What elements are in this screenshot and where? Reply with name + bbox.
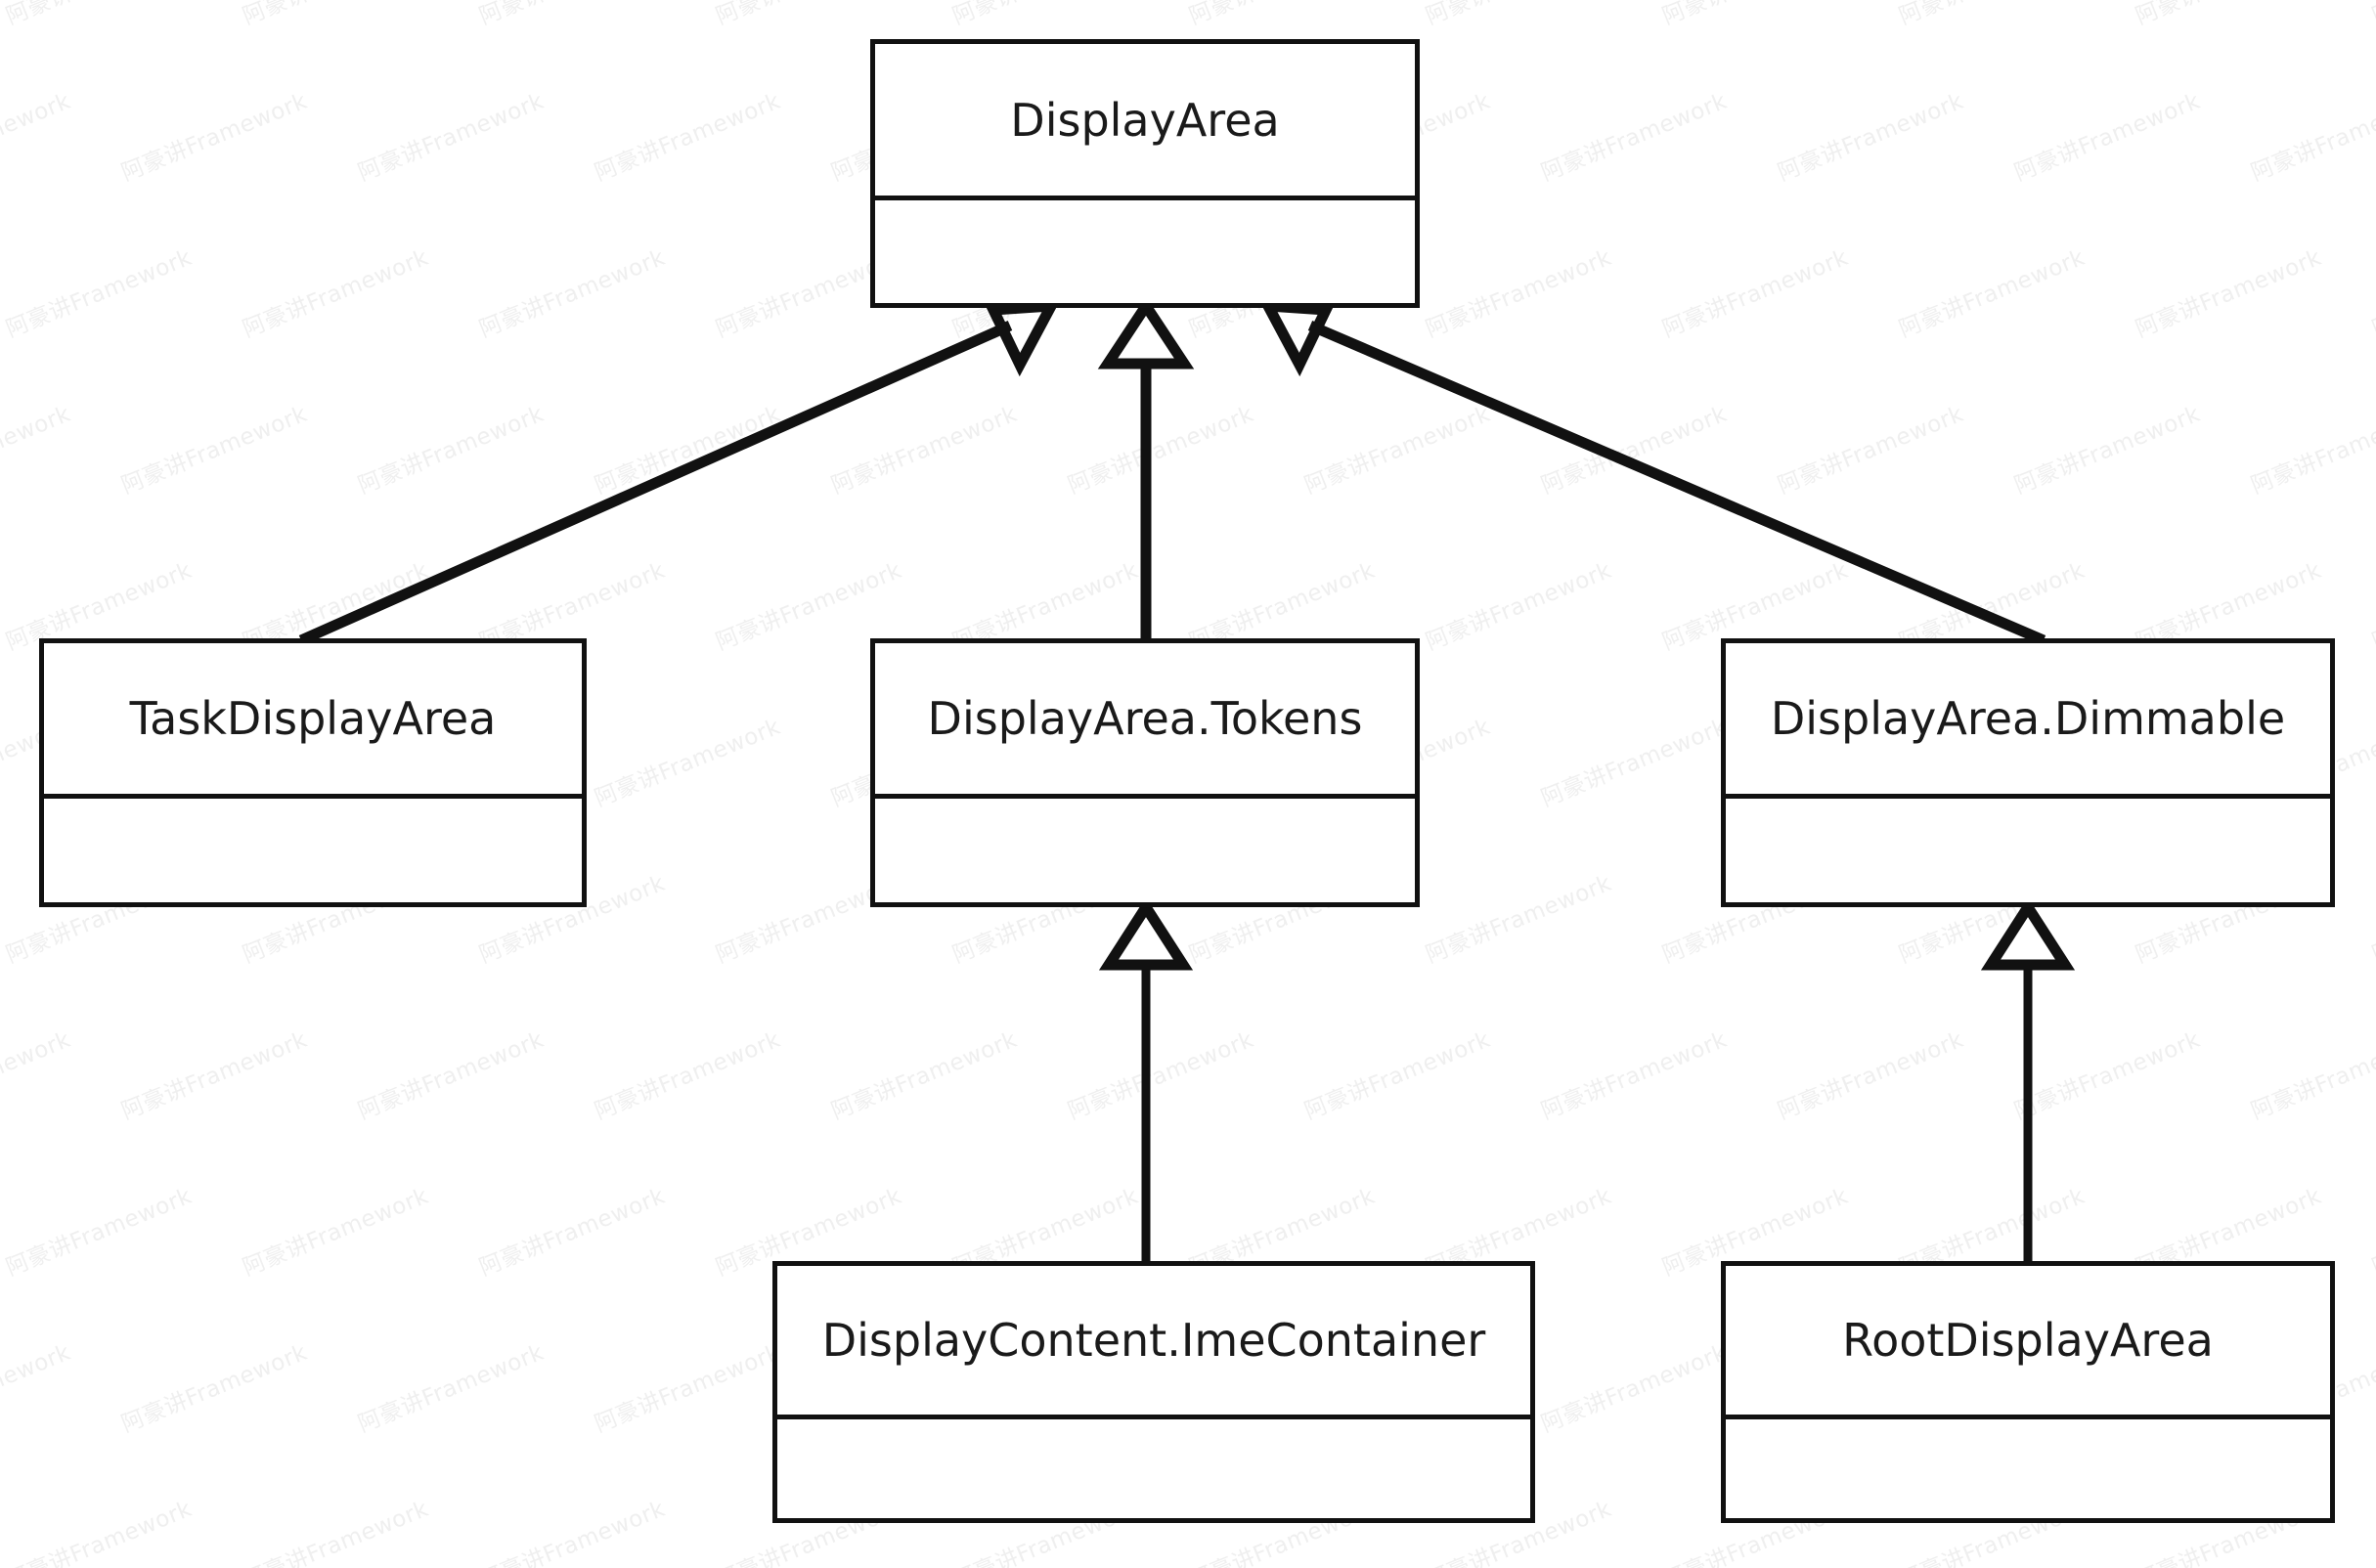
uml-class-root-display-area[interactable]: RootDisplayArea	[1721, 1261, 2335, 1523]
watermark-text: 阿豪讲Framework	[591, 88, 784, 187]
watermark-text: 阿豪讲Framework	[591, 1339, 784, 1438]
watermark-text: 阿豪讲Framework	[1422, 557, 1615, 656]
watermark-text: 阿豪讲Framework	[2010, 1026, 2204, 1125]
class-name-compartment: DisplayArea.Tokens	[875, 643, 1415, 799]
watermark-text: 阿豪讲Framework	[117, 1026, 311, 1125]
uml-class-display-area[interactable]: DisplayArea	[870, 39, 1420, 308]
watermark-text: 阿豪讲Framework	[591, 401, 784, 500]
uml-class-task-display-area[interactable]: TaskDisplayArea	[39, 638, 587, 907]
watermark-text: 阿豪讲Framework	[2010, 88, 2204, 187]
watermark-text: 阿豪讲Framework	[1893, 0, 2089, 31]
class-name-compartment: DisplayArea	[875, 44, 1415, 200]
class-attributes-compartment	[875, 200, 1415, 303]
watermark-text: 阿豪讲Framework	[1064, 1026, 1257, 1125]
class-name-label: RootDisplayArea	[1842, 1314, 2214, 1367]
watermark-text: 阿豪讲Framework	[827, 1026, 1021, 1125]
watermark-text: 阿豪讲Framework	[354, 1339, 548, 1438]
class-name-label: TaskDisplayArea	[129, 692, 497, 745]
watermark-text: 阿豪讲Framework	[591, 714, 784, 812]
watermark-text: 阿豪讲Framework	[239, 1496, 432, 1568]
watermark-text: 阿豪讲Framework	[2368, 1496, 2376, 1568]
class-attributes-compartment	[875, 799, 1415, 902]
watermark-text: 阿豪讲Framework	[354, 1026, 548, 1125]
watermark-text: 阿豪讲Framework	[1658, 244, 1852, 343]
watermark-text: 阿豪讲Framework	[2247, 401, 2376, 500]
watermark-text: 阿豪讲Framework	[1537, 714, 1731, 812]
watermark-text: 阿豪讲Framework	[2368, 557, 2376, 656]
class-attributes-compartment	[1726, 799, 2330, 902]
watermark-text: 阿豪讲Framework	[2368, 1183, 2376, 1282]
generalization-root-display-area-to-dimmable	[1980, 896, 2076, 1261]
watermark-text: 阿豪讲Framework	[1774, 1026, 1967, 1125]
watermark-text: 阿豪讲Framework	[2368, 244, 2376, 343]
watermark-text: 阿豪讲Framework	[0, 88, 74, 187]
watermark-text: 阿豪讲Framework	[475, 244, 669, 343]
watermark-text: 阿豪讲Framework	[1183, 0, 1379, 31]
watermark-text: 阿豪讲Framework	[2130, 0, 2325, 31]
watermark-text: 阿豪讲Framework	[354, 88, 548, 187]
class-name-compartment: DisplayArea.Dimmable	[1726, 643, 2330, 799]
uml-class-display-area-dimmable[interactable]: DisplayArea.Dimmable	[1721, 638, 2335, 907]
generalization-dimmable-to-display-area	[1258, 299, 2046, 646]
watermark-text: 阿豪讲Framework	[239, 244, 432, 343]
uml-class-display-area-tokens[interactable]: DisplayArea.Tokens	[870, 638, 1420, 907]
watermark-text: 阿豪讲Framework	[239, 1183, 432, 1282]
watermark-text: 阿豪讲Framework	[0, 1339, 74, 1438]
watermark-text: 阿豪讲Framework	[354, 401, 548, 500]
watermark-text: 阿豪讲Framework	[0, 0, 196, 31]
watermark-text: 阿豪讲Framework	[1656, 0, 1852, 31]
watermark-text: 阿豪讲Framework	[1537, 1339, 1731, 1438]
watermark-text: 阿豪讲Framework	[1300, 401, 1494, 500]
watermark-text: 阿豪讲Framework	[710, 0, 905, 31]
watermark-text: 阿豪讲Framework	[2, 1183, 196, 1282]
uml-class-display-content-ime-container[interactable]: DisplayContent.ImeContainer	[772, 1261, 1535, 1523]
class-name-compartment: RootDisplayArea	[1726, 1266, 2330, 1419]
watermark-text: 阿豪讲Framework	[1422, 870, 1615, 969]
watermark-text: 阿豪讲Framework	[1774, 88, 1967, 187]
watermark-text: 阿豪讲Framework	[2366, 0, 2376, 31]
watermark-text: 阿豪讲Framework	[1064, 401, 1257, 500]
watermark-text: 阿豪讲Framework	[1537, 401, 1731, 500]
watermark-text: 阿豪讲Framework	[1422, 244, 1615, 343]
watermark-text: 阿豪讲Framework	[237, 0, 432, 31]
watermark-text: 阿豪讲Framework	[2132, 244, 2325, 343]
generalization-ime-container-to-tokens	[1098, 896, 1194, 1261]
watermark-text: 阿豪讲Framework	[2368, 870, 2376, 969]
class-name-label: DisplayArea	[1010, 93, 1280, 147]
watermark-text: 阿豪讲Framework	[473, 0, 669, 31]
class-attributes-compartment	[44, 799, 582, 902]
class-attributes-compartment	[777, 1419, 1530, 1518]
watermark-text: 阿豪讲Framework	[1895, 244, 2089, 343]
watermark-text: 阿豪讲Framework	[117, 401, 311, 500]
generalization-task-display-area-to-display-area	[298, 299, 1061, 646]
watermark-text: 阿豪讲Framework	[1774, 401, 1967, 500]
watermark-text: 阿豪讲Framework	[475, 1183, 669, 1282]
watermark-text: 阿豪讲Framework	[591, 1026, 784, 1125]
watermark-text: 阿豪讲Framework	[1537, 88, 1731, 187]
class-name-compartment: DisplayContent.ImeContainer	[777, 1266, 1530, 1419]
watermark-text: 阿豪讲Framework	[1537, 1026, 1731, 1125]
watermark-text: 阿豪讲Framework	[0, 1026, 74, 1125]
watermark-text: 阿豪讲Framework	[2010, 401, 2204, 500]
watermark-text: 阿豪讲Framework	[2247, 88, 2376, 187]
watermark-text: 阿豪讲Framework	[117, 88, 311, 187]
watermark-text: 阿豪讲Framework	[475, 1496, 669, 1568]
watermark-text: 阿豪讲Framework	[2247, 1026, 2376, 1125]
class-attributes-compartment	[1726, 1419, 2330, 1518]
class-name-label: DisplayArea.Dimmable	[1770, 692, 2286, 745]
watermark-text: 阿豪讲Framework	[2, 1496, 196, 1568]
generalization-tokens-to-display-area	[1097, 296, 1195, 638]
watermark-text: 阿豪讲Framework	[946, 0, 1142, 31]
watermark-text: 阿豪讲Framework	[0, 401, 74, 500]
watermark-text: 阿豪讲Framework	[1300, 1026, 1494, 1125]
class-name-label: DisplayContent.ImeContainer	[821, 1314, 1486, 1367]
watermark-text: 阿豪讲Framework	[2, 244, 196, 343]
class-name-label: DisplayArea.Tokens	[927, 692, 1363, 745]
watermark-text: 阿豪讲Framework	[827, 401, 1021, 500]
class-name-compartment: TaskDisplayArea	[44, 643, 582, 799]
watermark-text: 阿豪讲Framework	[1420, 0, 1615, 31]
watermark-text: 阿豪讲Framework	[117, 1339, 311, 1438]
